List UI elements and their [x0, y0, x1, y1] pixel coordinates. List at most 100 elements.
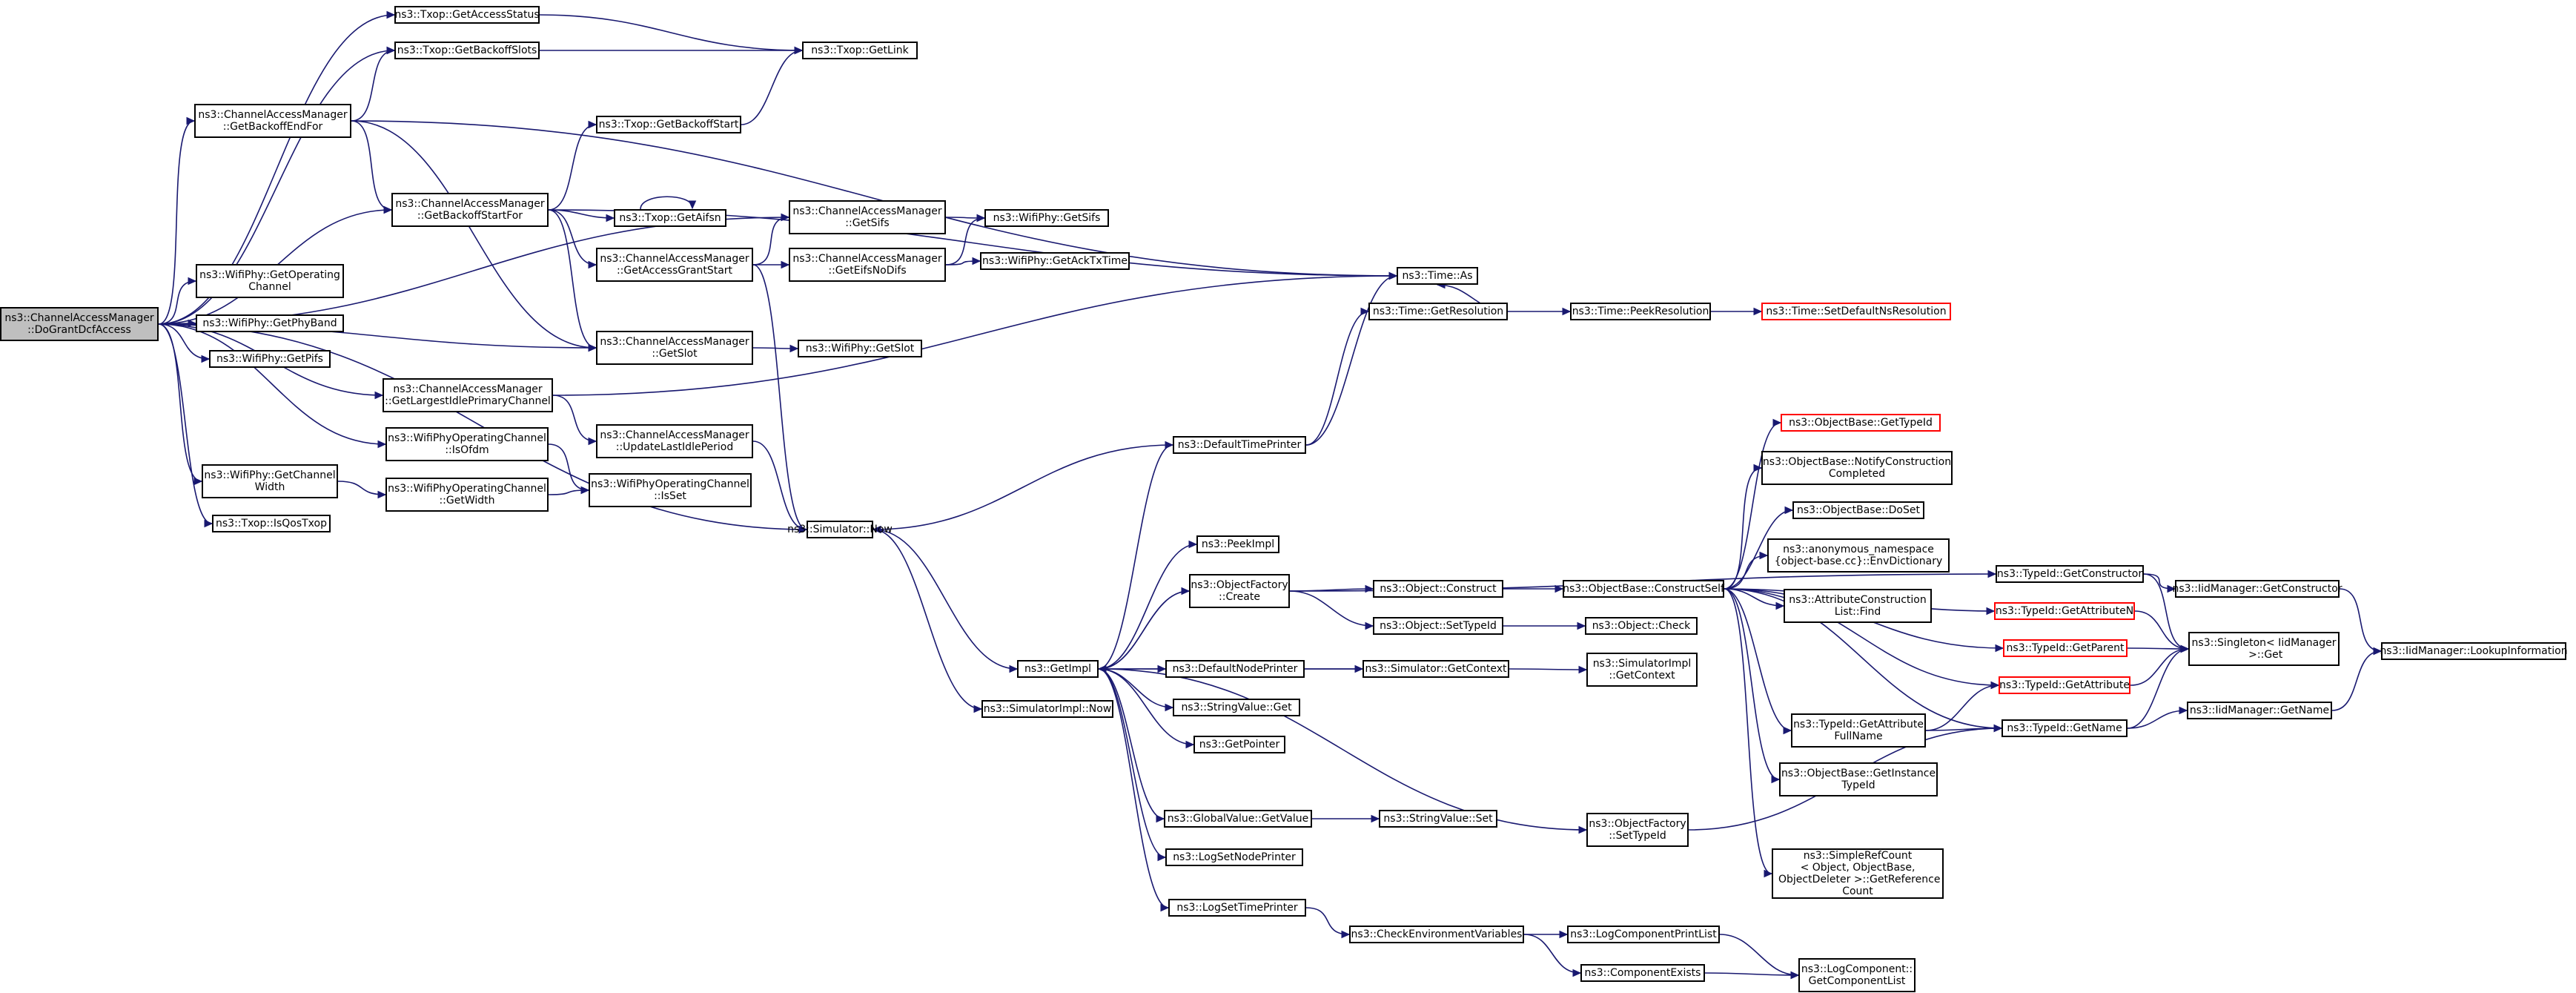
node-objectfactory-setTypeId[interactable]: ns3::ObjectFactory ::SetTypeId — [1586, 813, 1689, 847]
call-edge — [2143, 573, 2189, 650]
node-txop-getBackoffStart[interactable]: ns3::Txop::GetBackoffStart — [596, 116, 741, 133]
edge-arrowhead — [1554, 584, 1564, 593]
node-txop-getLink[interactable]: ns3::Txop::GetLink — [802, 42, 918, 59]
node-logSetNodePrinter[interactable]: ns3::LogSetNodePrinter — [1165, 848, 1303, 866]
node-getLargestIdlePrimaryChannel[interactable]: ns3::ChannelAccessManager ::GetLargestId… — [383, 378, 553, 412]
node-wifiphy-getPifs[interactable]: ns3::WifiPhy::GetPifs — [209, 350, 331, 368]
node-simpleRefCount-getReferenceCount[interactable]: ns3::SimpleRefCount < Object, ObjectBase… — [1772, 848, 1944, 899]
edge-arrowhead — [377, 440, 387, 449]
node-objectbase-getTypeId[interactable]: ns3::ObjectBase::GetTypeId — [1781, 414, 1941, 432]
node-typeid-getParent[interactable]: ns3::TypeId::GetParent — [2003, 639, 2128, 657]
edge-arrowhead — [1578, 825, 1588, 834]
call-edge — [337, 481, 386, 495]
node-wifiphy-getSifs[interactable]: ns3::WifiPhy::GetSifs — [984, 209, 1109, 227]
call-edge — [1098, 668, 1587, 831]
edge-arrowhead — [872, 525, 881, 534]
node-typeid-getConstructor[interactable]: ns3::TypeId::GetConstructor — [1996, 565, 2144, 583]
call-edge — [1925, 684, 1999, 731]
node-attributeConstructionList-find[interactable]: ns3::AttributeConstruction List::Find — [1784, 589, 1932, 623]
node-getImpl[interactable]: ns3::GetImpl — [1017, 660, 1099, 678]
node-envDictionary[interactable]: ns3::anonymous_namespace {object-base.cc… — [1767, 538, 1950, 573]
node-getPointer[interactable]: ns3::GetPointer — [1193, 736, 1285, 753]
node-time-as[interactable]: ns3::Time::As — [1397, 267, 1478, 285]
node-simulatorimpl-getContext[interactable]: ns3::SimulatorImpl ::GetContext — [1586, 653, 1698, 687]
node-cam-getSlot[interactable]: ns3::ChannelAccessManager ::GetSlot — [596, 331, 753, 365]
node-iidmanager-lookupInformation[interactable]: ns3::IidManager::LookupInformation — [2380, 642, 2568, 660]
node-typeid-getAttribute[interactable]: ns3::TypeId::GetAttribute — [1999, 676, 2130, 694]
node-wifiphy-getSlot[interactable]: ns3::WifiPhy::GetSlot — [798, 340, 922, 357]
node-logComponent-getComponentList[interactable]: ns3::LogComponent:: GetComponentList — [1798, 958, 1916, 992]
call-edge — [1098, 590, 1190, 670]
call-edge — [752, 217, 789, 265]
node-typeid-getAttributeFullName[interactable]: ns3::TypeId::GetAttribute FullName — [1791, 713, 1926, 748]
node-txop-getBackoffSlots[interactable]: ns3::Txop::GetBackoffSlots — [394, 42, 540, 59]
node-typeid-getName[interactable]: ns3::TypeId::GetName — [2001, 719, 2128, 737]
node-simulator-getContext[interactable]: ns3::Simulator::GetContext — [1363, 660, 1509, 678]
node-getEifsNoDifs[interactable]: ns3::ChannelAccessManager ::GetEifsNoDif… — [789, 248, 946, 282]
node-stringvalue-get[interactable]: ns3::StringValue::Get — [1173, 699, 1300, 716]
node-doGrantDcfAccess[interactable]: ns3::ChannelAccessManager ::DoGrantDcfAc… — [0, 307, 159, 341]
edge-arrowhead — [588, 343, 597, 352]
node-defaultTimePrinter[interactable]: ns3::DefaultTimePrinter — [1173, 436, 1306, 454]
node-time-peekResolution[interactable]: ns3::Time::PeekResolution — [1570, 303, 1711, 320]
edge-arrowhead — [972, 257, 981, 265]
node-defaultNodePrinter[interactable]: ns3::DefaultNodePrinter — [1165, 660, 1305, 678]
call-edge — [752, 347, 798, 349]
node-objectbase-constructSelf[interactable]: ns3::ObjectBase::ConstructSelf — [1563, 580, 1724, 598]
call-edge — [752, 264, 807, 530]
node-txop-getAifsn[interactable]: ns3::Txop::GetAifsn — [614, 209, 726, 227]
call-edge — [1719, 934, 1799, 976]
node-objectfactory-create[interactable]: ns3::ObjectFactory ::Create — [1189, 574, 1290, 608]
node-iidmanager-getName[interactable]: ns3::IidManager::GetName — [2187, 702, 2332, 719]
edge-arrowhead — [374, 391, 384, 400]
node-getBackoffStartFor[interactable]: ns3::ChannelAccessManager ::GetBackoffSt… — [391, 193, 549, 227]
node-objectbase-getInstanceTypeId[interactable]: ns3::ObjectBase::GetInstance TypeId — [1779, 762, 1938, 796]
call-edge — [158, 323, 213, 524]
node-object-check[interactable]: ns3::Object::Check — [1585, 617, 1698, 635]
node-iidmanager-getConstructor[interactable]: ns3::IidManager::GetConstructor — [2172, 580, 2342, 598]
node-wifiphy-getPhyBand[interactable]: ns3::WifiPhy::GetPhyBand — [196, 314, 344, 332]
node-simulator-now[interactable]: ns3::Simulator::Now — [787, 521, 893, 538]
node-opchannel-isSet[interactable]: ns3::WifiPhyOperatingChannel ::IsSet — [589, 473, 752, 507]
call-edge — [1509, 668, 1587, 670]
node-singleton-get[interactable]: ns3::Singleton< IidManager >::Get — [2188, 632, 2340, 666]
node-wifiphy-getAckTxTime[interactable]: ns3::WifiPhy::GetAckTxTime — [980, 252, 1130, 270]
call-edge — [1724, 588, 1999, 686]
node-opchannel-isOfdm[interactable]: ns3::WifiPhyOperatingChannel ::IsOfdm — [385, 427, 549, 461]
edge-arrowhead — [186, 116, 196, 125]
node-typeid-getAttributeN[interactable]: ns3::TypeId::GetAttributeN — [1994, 602, 2135, 620]
call-edge — [1305, 275, 1397, 446]
node-checkEnvironmentVariables[interactable]: ns3::CheckEnvironmentVariables — [1349, 926, 1524, 943]
node-getAccessGrantStart[interactable]: ns3::ChannelAccessManager ::GetAccessGra… — [596, 248, 753, 282]
node-logComponentPrintList[interactable]: ns3::LogComponentPrintList — [1567, 926, 1720, 943]
node-time-getResolution[interactable]: ns3::Time::GetResolution — [1368, 303, 1508, 320]
node-txop-getAccessStatus[interactable]: ns3::Txop::GetAccessStatus — [394, 6, 540, 24]
node-updateLastIdlePeriod[interactable]: ns3::ChannelAccessManager ::UpdateLastId… — [596, 424, 753, 458]
edge-arrowhead — [1578, 665, 1588, 674]
node-object-construct[interactable]: ns3::Object::Construct — [1373, 580, 1503, 598]
node-simulatorimpl-now[interactable]: ns3::SimulatorImpl::Now — [981, 700, 1113, 718]
node-objectbase-notifyConstructionCompleted[interactable]: ns3::ObjectBase::NotifyConstruction Comp… — [1761, 451, 1953, 485]
node-peekImpl[interactable]: ns3::PeekImpl — [1196, 535, 1279, 553]
node-objectbase-doSet[interactable]: ns3::ObjectBase::DoSet — [1792, 501, 1924, 519]
node-cam-getSifs[interactable]: ns3::ChannelAccessManager ::GetSifs — [789, 200, 946, 234]
node-globalvalue-getValue[interactable]: ns3::GlobalValue::GetValue — [1164, 810, 1312, 828]
node-logSetTimePrinter[interactable]: ns3::LogSetTimePrinter — [1168, 899, 1306, 917]
node-txop-isQosTxop[interactable]: ns3::Txop::IsQosTxop — [212, 515, 331, 532]
call-edge — [873, 529, 1018, 670]
edge-arrowhead — [1157, 853, 1167, 862]
edge-arrowhead — [383, 205, 393, 214]
node-time-setDefaultNsResolution[interactable]: ns3::Time::SetDefaultNsResolution — [1761, 303, 1951, 320]
node-wifiphy-getChannelWidth[interactable]: ns3::WifiPhy::GetChannel Width — [202, 464, 338, 498]
node-getBackoffEndFor[interactable]: ns3::ChannelAccessManager ::GetBackoffEn… — [194, 104, 351, 138]
node-wifiphy-getOperatingChannel[interactable]: ns3::WifiPhy::GetOperating Channel — [196, 264, 344, 298]
node-object-setTypeId[interactable]: ns3::Object::SetTypeId — [1373, 617, 1503, 635]
call-edge — [1724, 555, 1768, 590]
call-edge — [158, 280, 196, 325]
node-opchannel-getWidth[interactable]: ns3::WifiPhyOperatingChannel ::GetWidth — [385, 478, 549, 512]
node-stringvalue-set[interactable]: ns3::StringValue::Set — [1379, 810, 1497, 828]
edge-arrowhead — [188, 277, 197, 286]
edge-arrowhead — [789, 344, 799, 353]
node-componentExists[interactable]: ns3::ComponentExists — [1580, 964, 1705, 982]
edge-arrowhead — [204, 519, 213, 528]
